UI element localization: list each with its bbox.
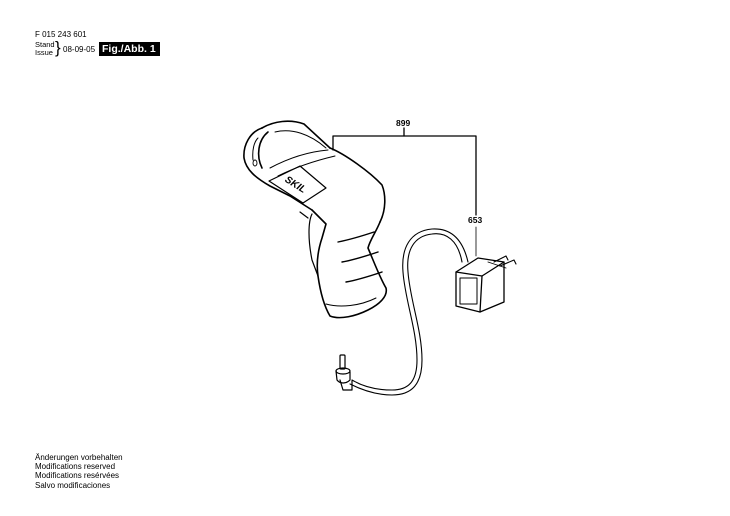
issue-date: 08-09-05 <box>63 45 96 54</box>
figure-badge: Fig./Abb. 1 <box>99 42 160 56</box>
footer-line-de: Änderungen vorbehalten <box>35 453 123 462</box>
barrel-connector-icon <box>335 354 353 391</box>
footer-line-en: Modifications reserved <box>35 462 116 472</box>
part-number: F 015 243 601 <box>35 30 87 39</box>
brace-icon: } <box>55 38 61 57</box>
stand-label: Stand <box>35 40 55 49</box>
charger-cable-icon <box>349 228 469 396</box>
footer-line-es: Salvo modificaciones <box>35 480 111 490</box>
footer-notice: Änderungen vorbehalten Modifications res… <box>35 453 123 490</box>
callout-899-leader <box>332 127 477 257</box>
charger-icon <box>455 255 517 313</box>
callout-label-899: 899 <box>396 118 411 128</box>
footer-line-fr: Modifications resérvées <box>35 471 120 481</box>
screwdriver-icon <box>243 120 388 319</box>
callout-label-653: 653 <box>468 215 483 225</box>
stand-issue-labels: Stand Issue <box>35 41 55 57</box>
issue-label: Issue <box>35 48 53 57</box>
